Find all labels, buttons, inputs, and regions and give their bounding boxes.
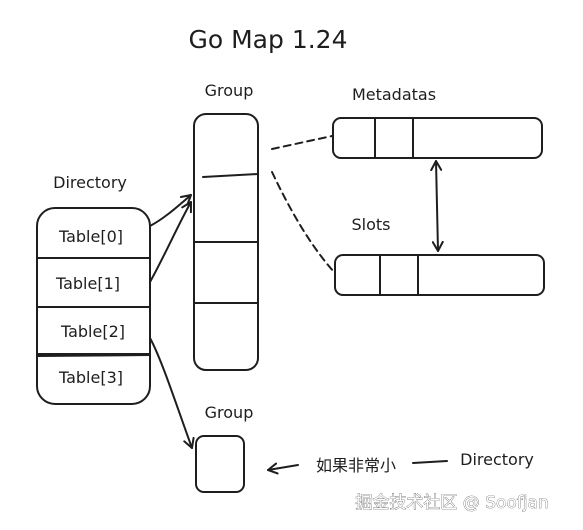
- dashed-link-to-metadatas: [271, 135, 333, 150]
- directory-label: Directory: [53, 173, 127, 192]
- dashed-link-to-slots: [271, 171, 335, 273]
- note-target-directory: Directory: [460, 450, 534, 469]
- directory-table-2: Table[2]: [60, 322, 125, 341]
- arrow-note-to-small-group: [267, 462, 299, 475]
- group-main-label: Group: [205, 81, 254, 100]
- directory-table-0: Table[0]: [58, 227, 123, 246]
- arrow-table1-to-group: [149, 201, 192, 283]
- double-arrow-metadatas-slots: [430, 160, 444, 252]
- slots-box: [334, 254, 545, 296]
- arrow-table2-to-small-group: [149, 337, 195, 449]
- watermark-text: 掘金技术社区 @ Soofjan: [355, 493, 548, 513]
- diagram-title: Go Map 1.24: [189, 25, 348, 54]
- arrow-table0-to-group: [149, 194, 192, 227]
- note-connector-line: [412, 460, 448, 464]
- directory-table-1: Table[1]: [55, 274, 120, 293]
- metadatas-box: [332, 117, 543, 159]
- directory-box: [36, 207, 151, 405]
- note-text: 如果非常小: [316, 456, 396, 475]
- directory-table-3: Table[3]: [58, 368, 123, 387]
- slots-label: Slots: [352, 215, 391, 234]
- group-main-box: [193, 113, 259, 371]
- group-small-box: [195, 435, 245, 493]
- group-small-label: Group: [205, 403, 254, 422]
- metadatas-label: Metadatas: [352, 85, 436, 104]
